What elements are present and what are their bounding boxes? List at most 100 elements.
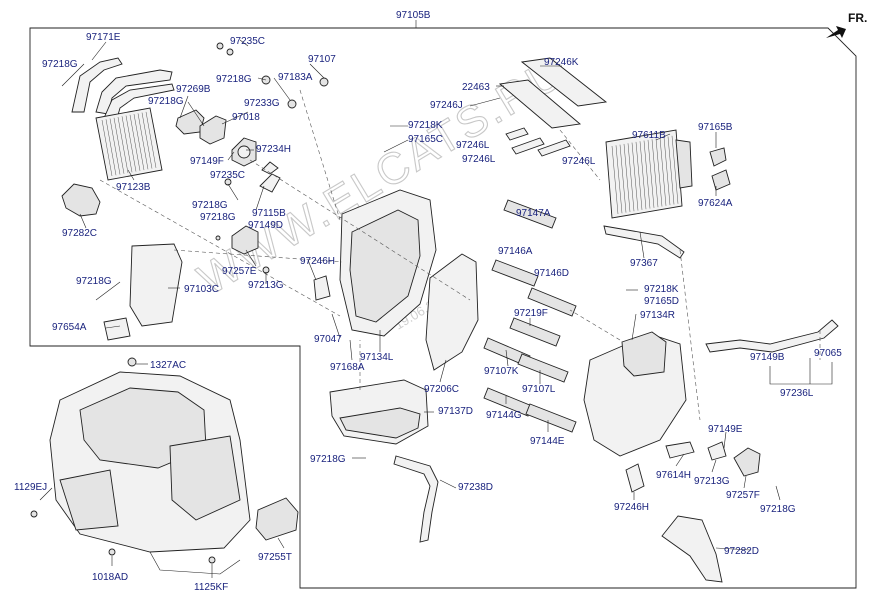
label-97218g: 97218G [760,504,796,515]
label-1125kf: 1125KF [194,582,228,593]
label-97103c: 97103C [184,284,219,295]
duct-97103c [103,243,183,341]
assembled-hvac-unit [49,371,251,575]
fin-line [671,135,679,204]
small-fasteners-left [215,42,329,274]
case-97134r [583,331,687,457]
label-97206c: 97206C [424,384,459,395]
label-97246l: 97246L [456,140,490,151]
fin-line [129,114,141,171]
bracket-97367 [603,225,685,259]
label-97611b: 97611B [632,130,666,141]
leader-lines [39,39,811,578]
fin-line [639,141,647,210]
label-97218k: 97218K [408,120,443,131]
label-97246k: 97246K [544,57,579,68]
label-97654a: 97654A [52,322,87,333]
label-97144e: 97144E [530,436,565,447]
label-97614h: 97614H [656,470,691,481]
fittings-97165b [709,147,731,191]
label-97183a: 97183A [278,72,313,83]
evaporator-97611b [605,129,693,219]
label-22463: 22463 [462,82,490,93]
lever-97115b [259,161,281,193]
fin-line [137,113,149,170]
fin-line [105,119,117,176]
heater-core [95,107,163,181]
fin-line [615,145,623,214]
label-97134r: 97134R [640,310,675,321]
label-97149e: 97149E [708,424,743,435]
label-97234h: 97234H [256,144,291,155]
fin-line [113,117,125,174]
seal-strips-97246l [505,127,571,157]
fin-line [627,143,635,212]
actuator-97149d [231,225,259,255]
arrow-icon [826,26,846,38]
label-97168a: 97168A [330,362,365,373]
label-97269b: 97269B [176,84,211,95]
actuator-97257f [707,441,761,477]
fin-line [145,111,157,168]
case-97206c [425,253,479,371]
fin-line [619,144,627,213]
label-97236l: 97236L [780,388,814,399]
module-97255t [255,497,299,541]
fin-line [133,114,145,171]
label-97218g: 97218G [310,454,346,465]
fin-line [667,136,675,205]
heater-pipe-assembly [71,57,175,123]
label-97213g: 97213G [694,476,730,487]
label-97149b: 97149B [750,352,785,363]
fin-line [647,139,655,208]
label-97146a: 97146A [498,246,533,257]
label-97165d: 97165D [644,296,679,307]
svg-text:FR.: FR. [848,11,867,25]
label-97018: 97018 [232,112,260,123]
label-97246h: 97246H [300,256,335,267]
actuator-97018 [199,115,227,145]
fin-line [663,137,671,206]
label-97282d: 97282D [724,546,759,557]
label-97218g: 97218G [200,212,236,223]
label-97238d: 97238D [458,482,493,493]
label-97255t: 97255T [258,552,292,563]
label-97065: 97065 [814,348,842,359]
label-97235c: 97235C [210,170,245,181]
label-97219f: 97219F [514,308,548,319]
label-97218g: 97218G [76,276,112,287]
label-97149f: 97149F [190,156,224,167]
label-97218g: 97218G [192,200,228,211]
label-97047: 97047 [314,334,342,345]
seal-97246h-left [313,275,331,301]
hose-97065 [705,319,839,353]
fin-line [101,119,113,177]
label-97137d: 97137D [438,406,473,417]
label-97282c: 97282C [62,228,97,239]
fin-line [109,118,121,175]
label-97218k: 97218K [644,284,679,295]
label-97218g: 97218G [216,74,252,85]
fin-line [125,115,137,172]
label-97367: 97367 [630,258,658,269]
fin-line [659,137,667,206]
fin-line [643,140,651,209]
label-97257f: 97257F [726,490,760,501]
fin-line [631,142,639,211]
fin-line [121,116,133,173]
label-1327ac: 1327AC [150,360,186,371]
seal-97246h-right [625,463,645,493]
label-97218g: 97218G [42,59,78,70]
fin-line [117,116,129,174]
fin-line [141,112,153,169]
bracket-line-97236l [769,362,833,385]
label-97246j: 97246J [430,100,463,111]
label-97107l: 97107L [522,384,556,395]
drain-hose-97238d [393,455,439,543]
label-1129ej: 1129EJ [14,482,47,493]
label-97149d: 97149D [248,220,283,231]
label-97107: 97107 [308,54,336,65]
label-97115b: 97115B [252,208,286,219]
label-97165c: 97165C [408,134,443,145]
